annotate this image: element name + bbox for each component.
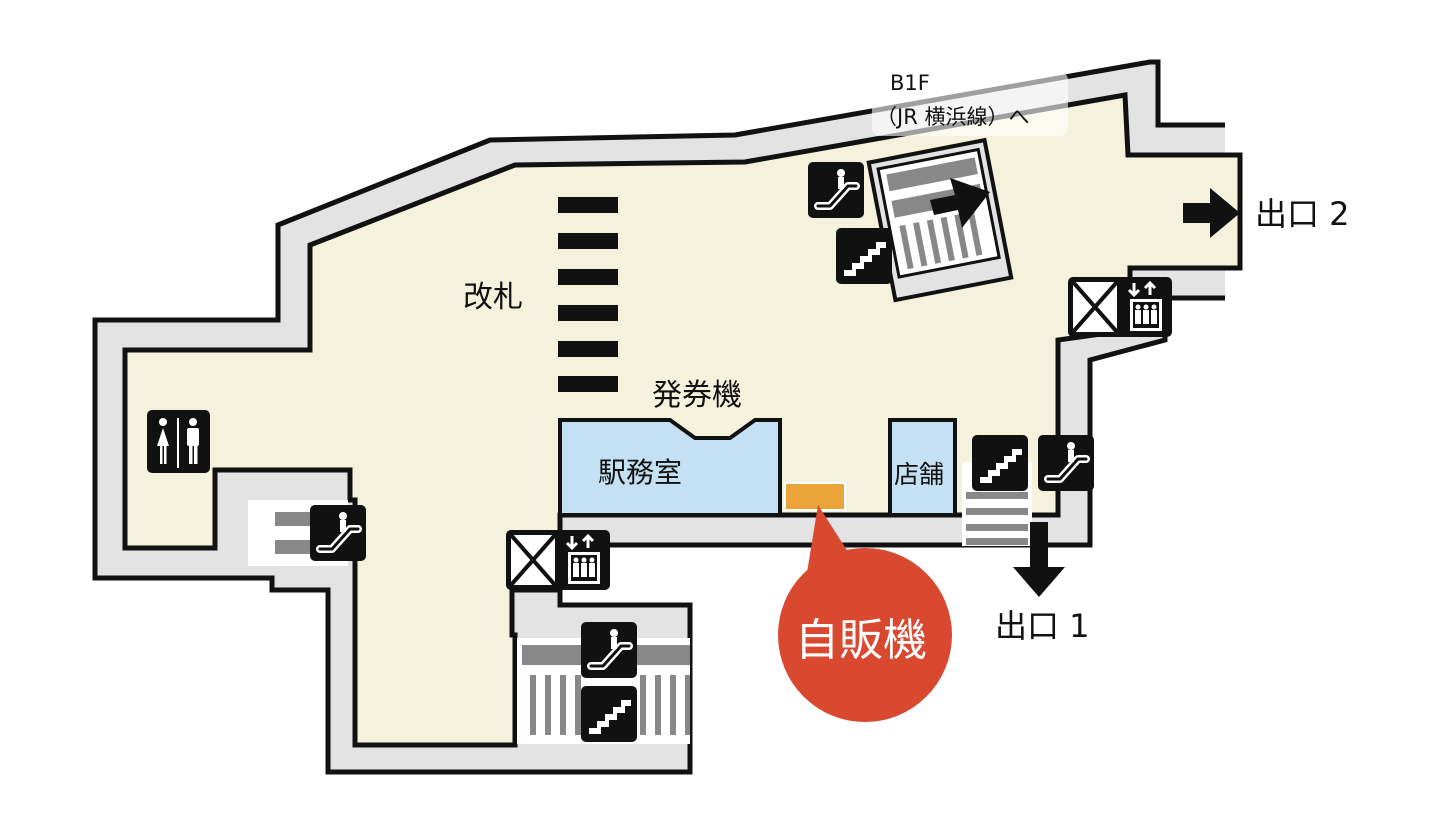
arrow-right-icon — [1183, 188, 1240, 238]
station-office-label: 駅務室 — [598, 456, 682, 489]
stairs-icon — [581, 686, 637, 742]
shop-label: 店舗 — [894, 460, 944, 489]
ticket-machines-label: 発券機 — [652, 378, 742, 413]
escalator-icon — [1038, 435, 1094, 491]
vending-callout: 自販機 — [778, 505, 952, 722]
floor-link-line2: （JR 横浜線）へ — [876, 105, 1029, 129]
exit-2[interactable]: 出口 2 — [1183, 188, 1350, 238]
floor-link-b1f[interactable]: B1F （JR 横浜線）へ — [872, 71, 1068, 136]
elevator-icon — [1066, 275, 1174, 339]
floor-link-line1: B1F — [890, 71, 930, 95]
escalator-icon — [581, 622, 637, 678]
vending-machine — [784, 482, 846, 511]
gates-label: 改札 — [463, 280, 523, 315]
vending-machine-label: 自販機 — [795, 615, 927, 666]
exit-1-label: 出口 1 — [995, 607, 1090, 645]
stairs-icon — [972, 435, 1028, 491]
arrow-icon — [930, 178, 990, 228]
station-office — [558, 418, 782, 517]
elevator-icon — [504, 528, 612, 592]
shop — [888, 418, 957, 517]
stairs-icon — [836, 228, 892, 284]
exit-2-label: 出口 2 — [1255, 195, 1350, 233]
escalator-icon — [310, 505, 366, 561]
arrow-down-icon — [1013, 522, 1065, 597]
exit-1[interactable]: 出口 1 — [995, 522, 1090, 645]
escalator-icon — [808, 162, 864, 218]
restroom-icon — [147, 410, 210, 473]
ticket-gates — [558, 197, 618, 392]
